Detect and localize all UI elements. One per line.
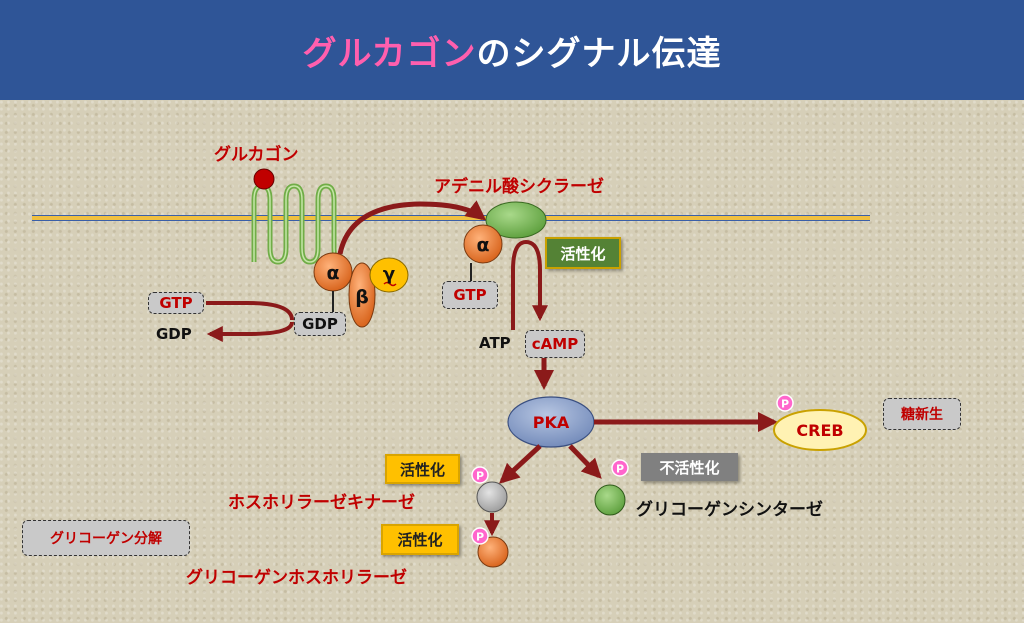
phospho-label: P — [476, 470, 484, 483]
phospho-marker-pk: P — [471, 466, 489, 484]
arrow-pka-to-gs — [568, 444, 602, 479]
receptor-highlight — [253, 185, 343, 263]
glycogen-phosphorylase-label: グリコーゲンホスホリラーゼ — [186, 568, 407, 588]
adenylate-cyclase-label: アデニル酸シクラーゼ — [434, 177, 604, 197]
gluconeogenesis-box: 糖新生 — [883, 398, 961, 430]
arrow-alpha-to-ac — [337, 200, 487, 255]
alpha-label: α — [326, 262, 339, 284]
glycogen-phosphorylase-node — [477, 536, 509, 568]
g-beta-subunit — [348, 262, 376, 328]
arrow-atp-to-camp — [511, 239, 548, 330]
phospho-label: P — [616, 463, 624, 476]
camp-box: cAMP — [525, 330, 585, 358]
gtp-box-left: GTP — [148, 292, 204, 314]
arrow-to-gdp — [206, 321, 294, 342]
phosphorylase-kinase-node — [476, 481, 508, 513]
gtp-box-right: GTP — [442, 281, 498, 309]
glucagon-label: グルカゴン — [214, 145, 299, 165]
phospho-marker-gp: P — [471, 527, 489, 545]
phospho-label: P — [781, 398, 789, 411]
gamma-label: γ — [383, 264, 395, 285]
gdp-label: GDP — [156, 325, 192, 343]
atp-label: ATP — [479, 334, 511, 352]
glucagon-receptor — [251, 183, 343, 265]
beta-label: β — [355, 286, 369, 308]
glycogen-synthase-label: グリコーゲンシンターゼ — [636, 500, 823, 520]
title-rest: のシグナル伝達 — [476, 33, 722, 74]
gamma-anchor — [383, 281, 397, 287]
g-gamma-subunit — [369, 257, 409, 293]
ac-alpha-subunit — [463, 224, 503, 264]
phospho-label: P — [476, 531, 484, 544]
gdp-box: GDP — [294, 312, 346, 336]
creb-label: CREB — [796, 421, 843, 440]
activation-badge-pk: 活性化 — [385, 454, 460, 484]
glycogen-synthase-node — [594, 484, 626, 516]
glucagon-ligand — [253, 168, 275, 190]
title-highlight: グルカゴン — [302, 33, 477, 74]
adenylate-cyclase — [485, 201, 547, 239]
arrow-pka-to-pk — [499, 444, 542, 484]
cell-membrane — [32, 215, 870, 221]
ac-alpha-label: α — [476, 234, 489, 256]
phospho-marker-gs: P — [611, 459, 629, 477]
pka-label: PKA — [533, 413, 570, 432]
glycogenolysis-box: グリコーゲン分解 — [22, 520, 190, 556]
header-bar: グルカゴンのシグナル伝達 — [0, 0, 1024, 100]
page-title: グルカゴンのシグナル伝達 — [303, 26, 722, 75]
activation-badge-gp: 活性化 — [381, 524, 459, 555]
exchange-top — [206, 301, 294, 321]
phosphorylase-kinase-label: ホスホリラーゼキナーゼ — [228, 493, 415, 513]
creb-node — [773, 409, 867, 451]
activation-badge-ac: 活性化 — [545, 237, 621, 269]
phospho-marker-creb: P — [776, 394, 794, 412]
inactivation-badge: 不活性化 — [641, 453, 738, 481]
